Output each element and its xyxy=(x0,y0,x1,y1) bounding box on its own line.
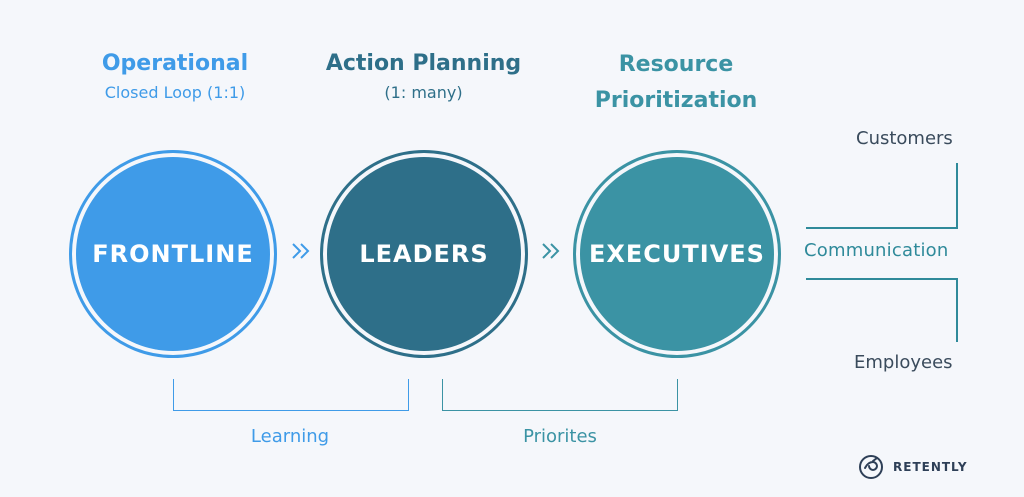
stage-heading-resource-prioritization: Resource Prioritization xyxy=(566,47,786,119)
double-chevron-icon xyxy=(542,243,560,259)
stage-subtitle: (1: many) xyxy=(384,83,463,102)
double-chevron-icon xyxy=(292,243,310,259)
leaders-circle: LEADERS xyxy=(320,150,528,358)
frontline-label: FRONTLINE xyxy=(92,240,254,268)
retently-logo-icon xyxy=(859,455,883,479)
frontline-circle: FRONTLINE xyxy=(69,150,277,358)
leaders-label: LEADERS xyxy=(359,240,489,268)
employees-label: Employees xyxy=(854,352,953,373)
top-vertical-line xyxy=(956,163,958,229)
retently-wordmark: RETENTLY xyxy=(893,460,968,474)
retently-logo: RETENTLY xyxy=(857,453,968,481)
learning-label: Learning xyxy=(250,426,330,447)
executives-label: EXECUTIVES xyxy=(589,240,765,268)
communication-label: Communication xyxy=(804,240,949,261)
customers-label: Customers xyxy=(856,128,953,149)
priorities-bracket xyxy=(442,379,678,411)
executives-circle: EXECUTIVES xyxy=(573,150,781,358)
top-horizontal-line xyxy=(806,227,958,229)
bottom-vertical-line xyxy=(956,278,958,342)
stage-title: Action Planning xyxy=(325,51,522,76)
stage-heading-action-planning: Action Planning (1: many) xyxy=(306,47,541,105)
learning-bracket xyxy=(173,379,409,411)
priorites-label: Priorites xyxy=(523,426,597,447)
stage-heading-operational: Operational Closed Loop (1:1) xyxy=(70,47,280,105)
bottom-horizontal-line xyxy=(806,278,958,280)
stage-title: Resource Prioritization xyxy=(594,52,758,113)
stage-title: Operational xyxy=(101,51,249,76)
stage-subtitle: Closed Loop (1:1) xyxy=(104,83,246,102)
